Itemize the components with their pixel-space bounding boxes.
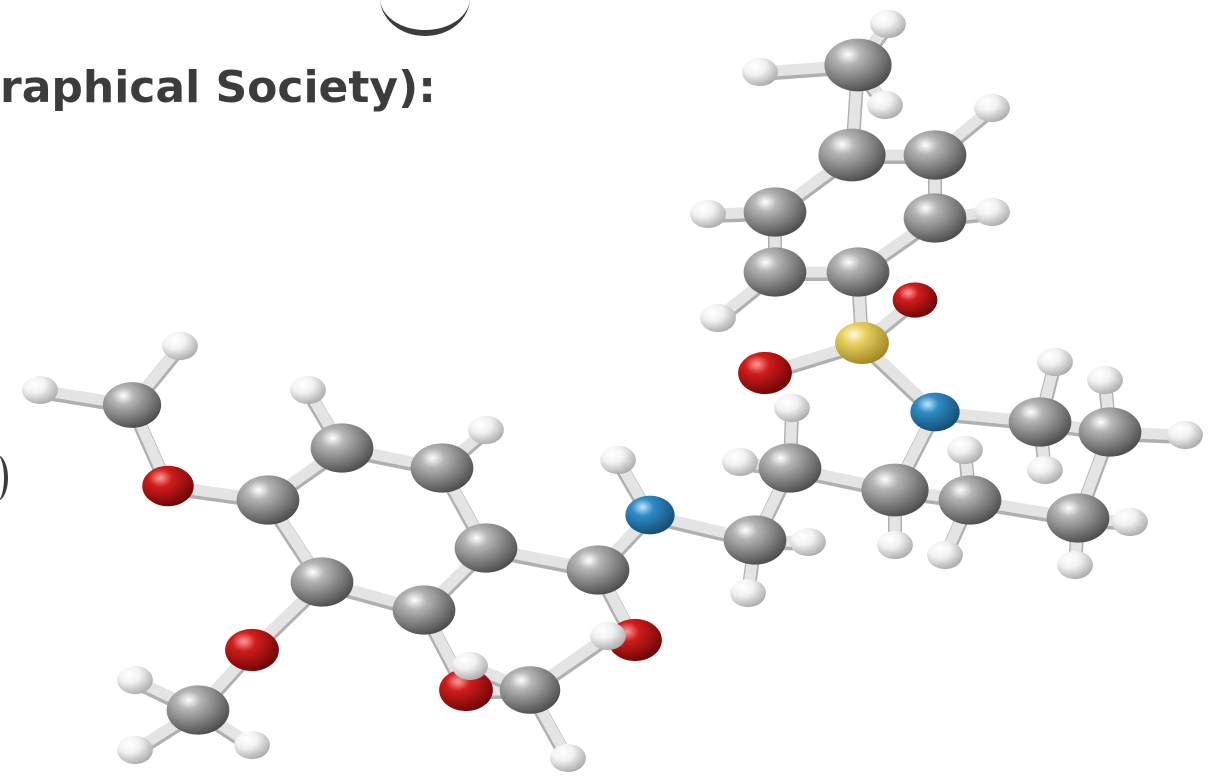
hydrogen-atom — [1087, 365, 1123, 395]
carbon-atom — [102, 382, 162, 428]
hydrogen-atom — [774, 393, 810, 423]
carbon-atom — [903, 130, 967, 180]
oxygen-atom — [892, 282, 938, 318]
hydrogen-atom — [722, 447, 758, 477]
carbon-atom — [938, 475, 1002, 525]
hydrogen-atom — [234, 730, 270, 760]
hydrogen-atom — [974, 197, 1010, 227]
carbon-atom — [310, 423, 374, 473]
hydrogen-atom — [22, 375, 58, 405]
carbon-atom — [743, 187, 807, 237]
hydrogen-atom — [1167, 420, 1203, 450]
carbon-atom — [1008, 397, 1072, 447]
carbon-atom — [1046, 493, 1110, 543]
hydrogen-atom — [974, 93, 1010, 123]
hydrogen-atom — [290, 375, 326, 405]
hydrogen-atom — [700, 303, 736, 333]
hydrogen-atom — [117, 665, 153, 695]
carbon-atom — [166, 685, 230, 735]
carbon-atom — [392, 585, 456, 635]
carbon-atom — [903, 193, 967, 243]
hydrogen-atom — [690, 199, 726, 229]
carbon-atom — [743, 247, 807, 297]
oxygen-atom — [225, 628, 279, 672]
nitrogen-atom — [910, 392, 960, 432]
carbon-atom — [826, 247, 890, 297]
sulfur-atom — [835, 321, 889, 365]
hydrogen-atom — [162, 331, 198, 361]
hydrogen-atom — [550, 743, 586, 773]
hydrogen-atom — [1037, 347, 1073, 377]
oxygen-atom — [439, 668, 493, 712]
nitrogen-atom — [625, 495, 675, 535]
text-glyph-fragment — [0, 455, 8, 501]
hydrogen-atom — [947, 435, 983, 465]
hydrogen-atom — [452, 651, 488, 681]
slide-heading: raphical Society): — [0, 62, 436, 113]
oxygen-atom — [142, 465, 194, 507]
hydrogen-atom — [117, 735, 153, 765]
hydrogen-atom — [1027, 455, 1063, 485]
carbon-atom — [410, 443, 474, 493]
hydrogen-atom — [790, 527, 826, 557]
carbon-atom — [566, 545, 630, 595]
carbon-atom — [818, 128, 886, 182]
hydrogen-atom — [1112, 507, 1148, 537]
hydrogen-atom — [730, 578, 766, 608]
atoms-layer — [22, 9, 1203, 773]
hydrogen-atom — [867, 90, 903, 120]
carbon-atom — [236, 475, 300, 525]
carbon-atom — [499, 666, 561, 714]
carbon-atom — [758, 443, 822, 493]
carbon-atom — [861, 463, 929, 517]
hydrogen-atom — [870, 9, 906, 39]
hydrogen-atom — [877, 530, 913, 560]
carbon-atom — [1078, 407, 1142, 457]
oxygen-atom — [738, 351, 792, 395]
hydrogen-atom — [468, 415, 504, 445]
carbon-atom — [290, 557, 354, 607]
hydrogen-atom — [927, 540, 963, 570]
carbon-atom — [454, 523, 518, 573]
carbon-atom — [824, 38, 892, 92]
carbon-atom — [723, 515, 787, 565]
hydrogen-atom — [600, 445, 636, 475]
hydrogen-atom — [1057, 550, 1093, 580]
title-glyph-fragment — [380, 0, 470, 36]
hydrogen-atom — [742, 57, 778, 87]
hydrogen-atom — [590, 621, 626, 651]
